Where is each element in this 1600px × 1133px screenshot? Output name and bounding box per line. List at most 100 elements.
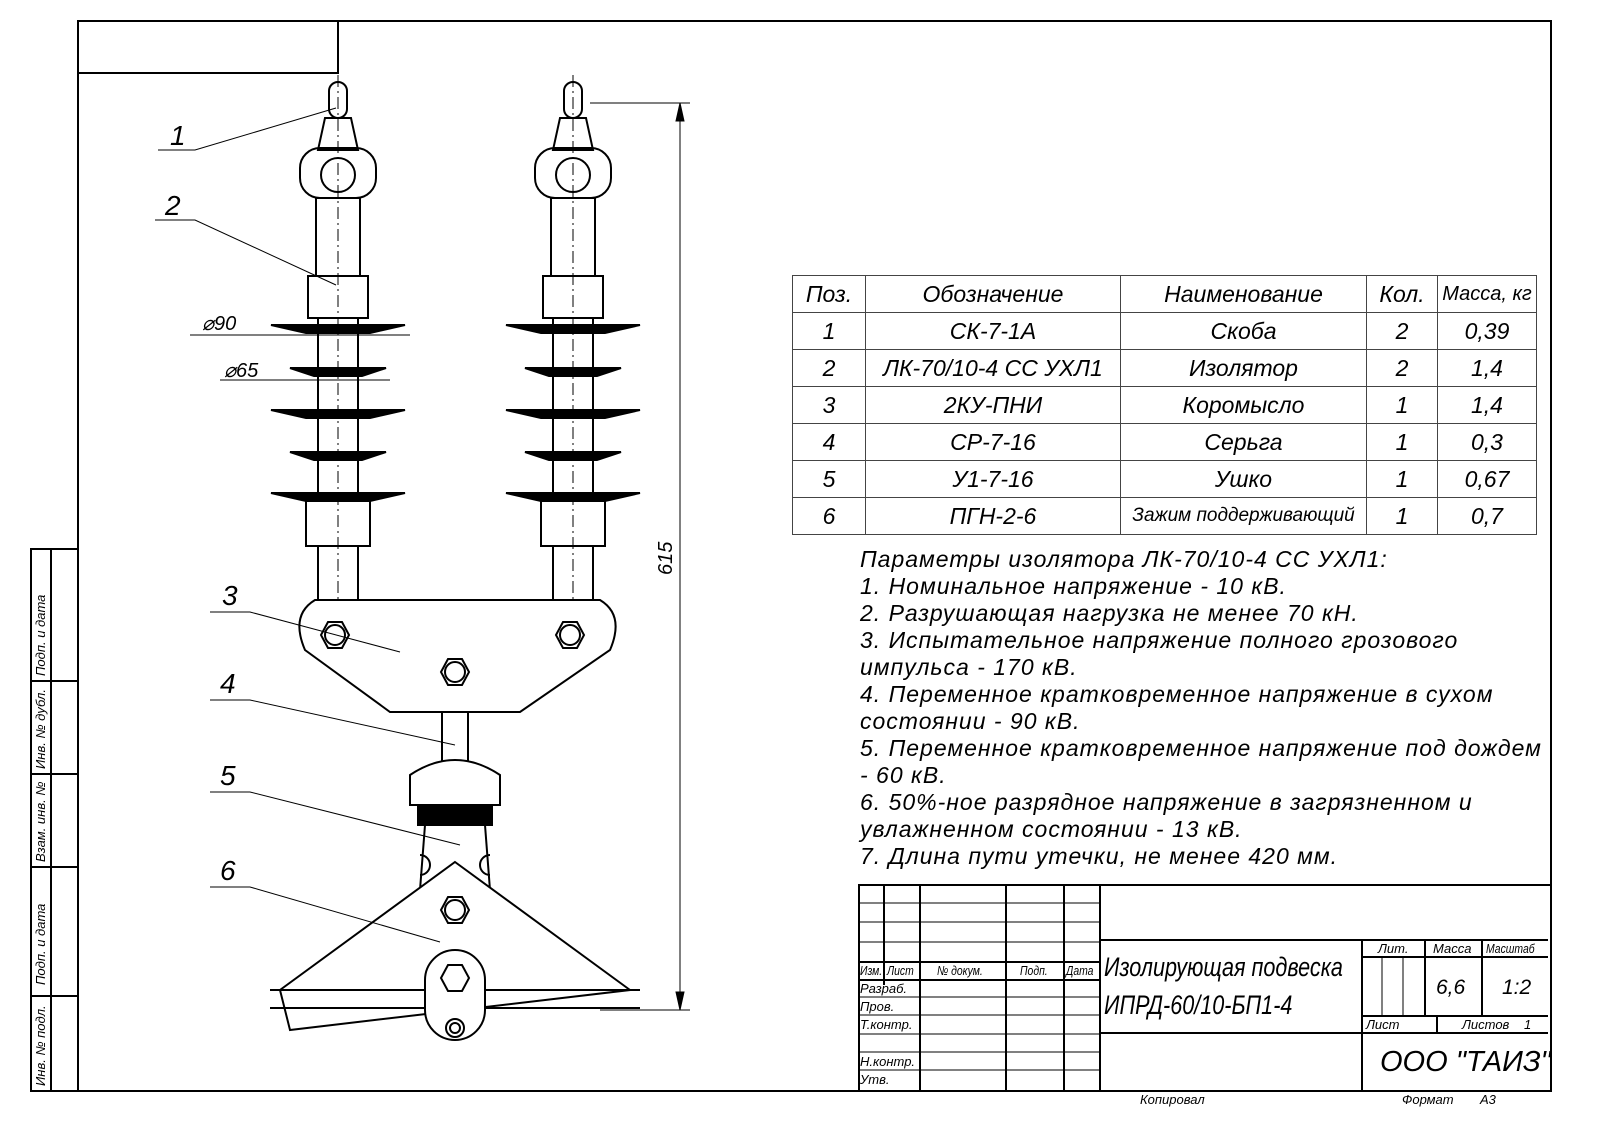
divider: [30, 866, 77, 868]
cell: 0,67: [1437, 460, 1537, 498]
cell: 2: [792, 349, 866, 387]
cell: 3: [792, 386, 866, 424]
cell: 4: [792, 423, 866, 461]
mass-label: Масса: [1433, 941, 1472, 956]
cell: 2: [1366, 349, 1438, 387]
suspension-assembly-drawing: 1 2 3 4 5 6 ⌀90 ⌀65 615: [155, 74, 690, 1041]
col-header: Лист: [887, 963, 914, 978]
col-header: № докум.: [937, 963, 983, 978]
divider: [30, 680, 77, 682]
socket-eye: [409, 759, 501, 806]
cell: ЛК-70/10-4 СС УХЛ1: [865, 349, 1121, 387]
header-qty: Кол.: [1366, 275, 1438, 313]
header-mass: Масса, кг: [1437, 275, 1537, 313]
divider: [30, 773, 77, 775]
divider: [30, 995, 77, 997]
note-line: Параметры изолятора ЛК-70/10-4 СС УХЛ1:: [860, 546, 1388, 572]
mass-value: 6,6: [1436, 976, 1466, 999]
note-line: импульса - 170 кВ.: [860, 654, 1078, 680]
inner-frame: [77, 20, 1552, 1092]
cell: 1: [1366, 386, 1438, 424]
position-label: 6: [220, 855, 236, 886]
cell: 1,4: [1437, 349, 1537, 387]
cell: 0,7: [1437, 497, 1537, 535]
role-label: Н.контр.: [860, 1054, 916, 1069]
side-stamp: [30, 548, 79, 1092]
role-label: Разраб.: [860, 981, 908, 996]
note-line: 2. Разрушающая нагрузка не менее 70 кН.: [860, 600, 1359, 626]
cell: Зажим поддерживающий: [1120, 497, 1367, 535]
diameter-90-label: ⌀90: [202, 313, 236, 335]
cell: 2: [1366, 312, 1438, 350]
sheets-value: 1: [1524, 1017, 1532, 1032]
cell: Ушко: [1120, 460, 1367, 498]
position-label: 2: [164, 190, 181, 221]
position-label: 3: [222, 580, 238, 611]
note-line: увлажненном состоянии - 13 кВ.: [860, 816, 1243, 842]
cell: 1: [1366, 423, 1438, 461]
role-label: Утв.: [860, 1072, 890, 1087]
scale-value: 1:2: [1502, 976, 1532, 999]
note-line: 5. Переменное кратковременное напряжение…: [860, 735, 1542, 761]
cell: Серьга: [1120, 423, 1367, 461]
cell: 1: [1366, 497, 1438, 535]
cell: СР-7-16: [865, 423, 1121, 461]
diameter-65-label: ⌀65: [224, 360, 259, 382]
note-line: - 60 кВ.: [860, 762, 947, 788]
cell: ПГН-2-6: [865, 497, 1121, 535]
company-name: ООО "ТАИЗ": [1380, 1046, 1551, 1078]
col-header: Изм.: [860, 963, 883, 978]
cell: Скоба: [1120, 312, 1367, 350]
cell: 1,4: [1437, 386, 1537, 424]
link: [441, 711, 469, 763]
cell: 5: [792, 460, 866, 498]
drawing-code: ИПРД-60/10-БП1-4: [1104, 990, 1293, 1020]
header-name: Наименование: [1120, 275, 1367, 313]
format-value: А3: [1480, 1092, 1496, 1107]
cell: 0,3: [1437, 423, 1537, 461]
position-label: 4: [220, 668, 236, 699]
cell: У1-7-16: [865, 460, 1121, 498]
technical-notes: Параметры изолятора ЛК-70/10-4 СС УХЛ1: …: [860, 546, 1542, 870]
note-line: 4. Переменное кратковременное напряжение…: [860, 681, 1494, 707]
format-label: Формат: [1402, 1092, 1454, 1107]
specification-table: Поз. Обозначение Наименование Кол. Масса…: [792, 275, 1537, 535]
header-pos: Поз.: [792, 275, 866, 313]
cell: 0,39: [1437, 312, 1537, 350]
insulator-left: [270, 75, 406, 607]
cell: Изолятор: [1120, 349, 1367, 387]
note-line: 1. Номинальное напряжение - 10 кВ.: [860, 573, 1287, 599]
insulator-right: [505, 74, 641, 607]
position-label: 5: [220, 760, 236, 791]
cell: Коромысло: [1120, 386, 1367, 424]
col-header: Дата: [1066, 963, 1094, 978]
note-line: 7. Длина пути утечки, не менее 420 мм.: [860, 843, 1339, 869]
top-left-box: [77, 20, 339, 74]
yoke: [298, 599, 617, 713]
divider: [50, 548, 52, 1090]
note-line: 6. 50%-ное разрядное напряжение в загряз…: [860, 789, 1473, 815]
cell: 6: [792, 497, 866, 535]
cell: 1: [792, 312, 866, 350]
table-header-row: Поз. Обозначение Наименование Кол. Масса…: [792, 275, 1537, 313]
role-label: Т.контр.: [860, 1017, 913, 1032]
role-label: Пров.: [860, 999, 895, 1014]
scale-label: Масштаб: [1486, 941, 1535, 956]
position-label: 1: [170, 120, 186, 151]
cell: СК-7-1А: [865, 312, 1121, 350]
cell: 1: [1366, 460, 1438, 498]
note-line: 3. Испытательное напряжение полного гроз…: [860, 627, 1459, 653]
col-header: Подп.: [1020, 963, 1048, 978]
sheets-label: Листов: [1462, 1017, 1510, 1032]
cell: 2КУ-ПНИ: [865, 386, 1121, 424]
note-line: состоянии - 90 кВ.: [860, 708, 1081, 734]
lit-label: Лит.: [1378, 941, 1409, 956]
height-dimension: 615: [655, 541, 677, 575]
header-designation: Обозначение: [865, 275, 1121, 313]
